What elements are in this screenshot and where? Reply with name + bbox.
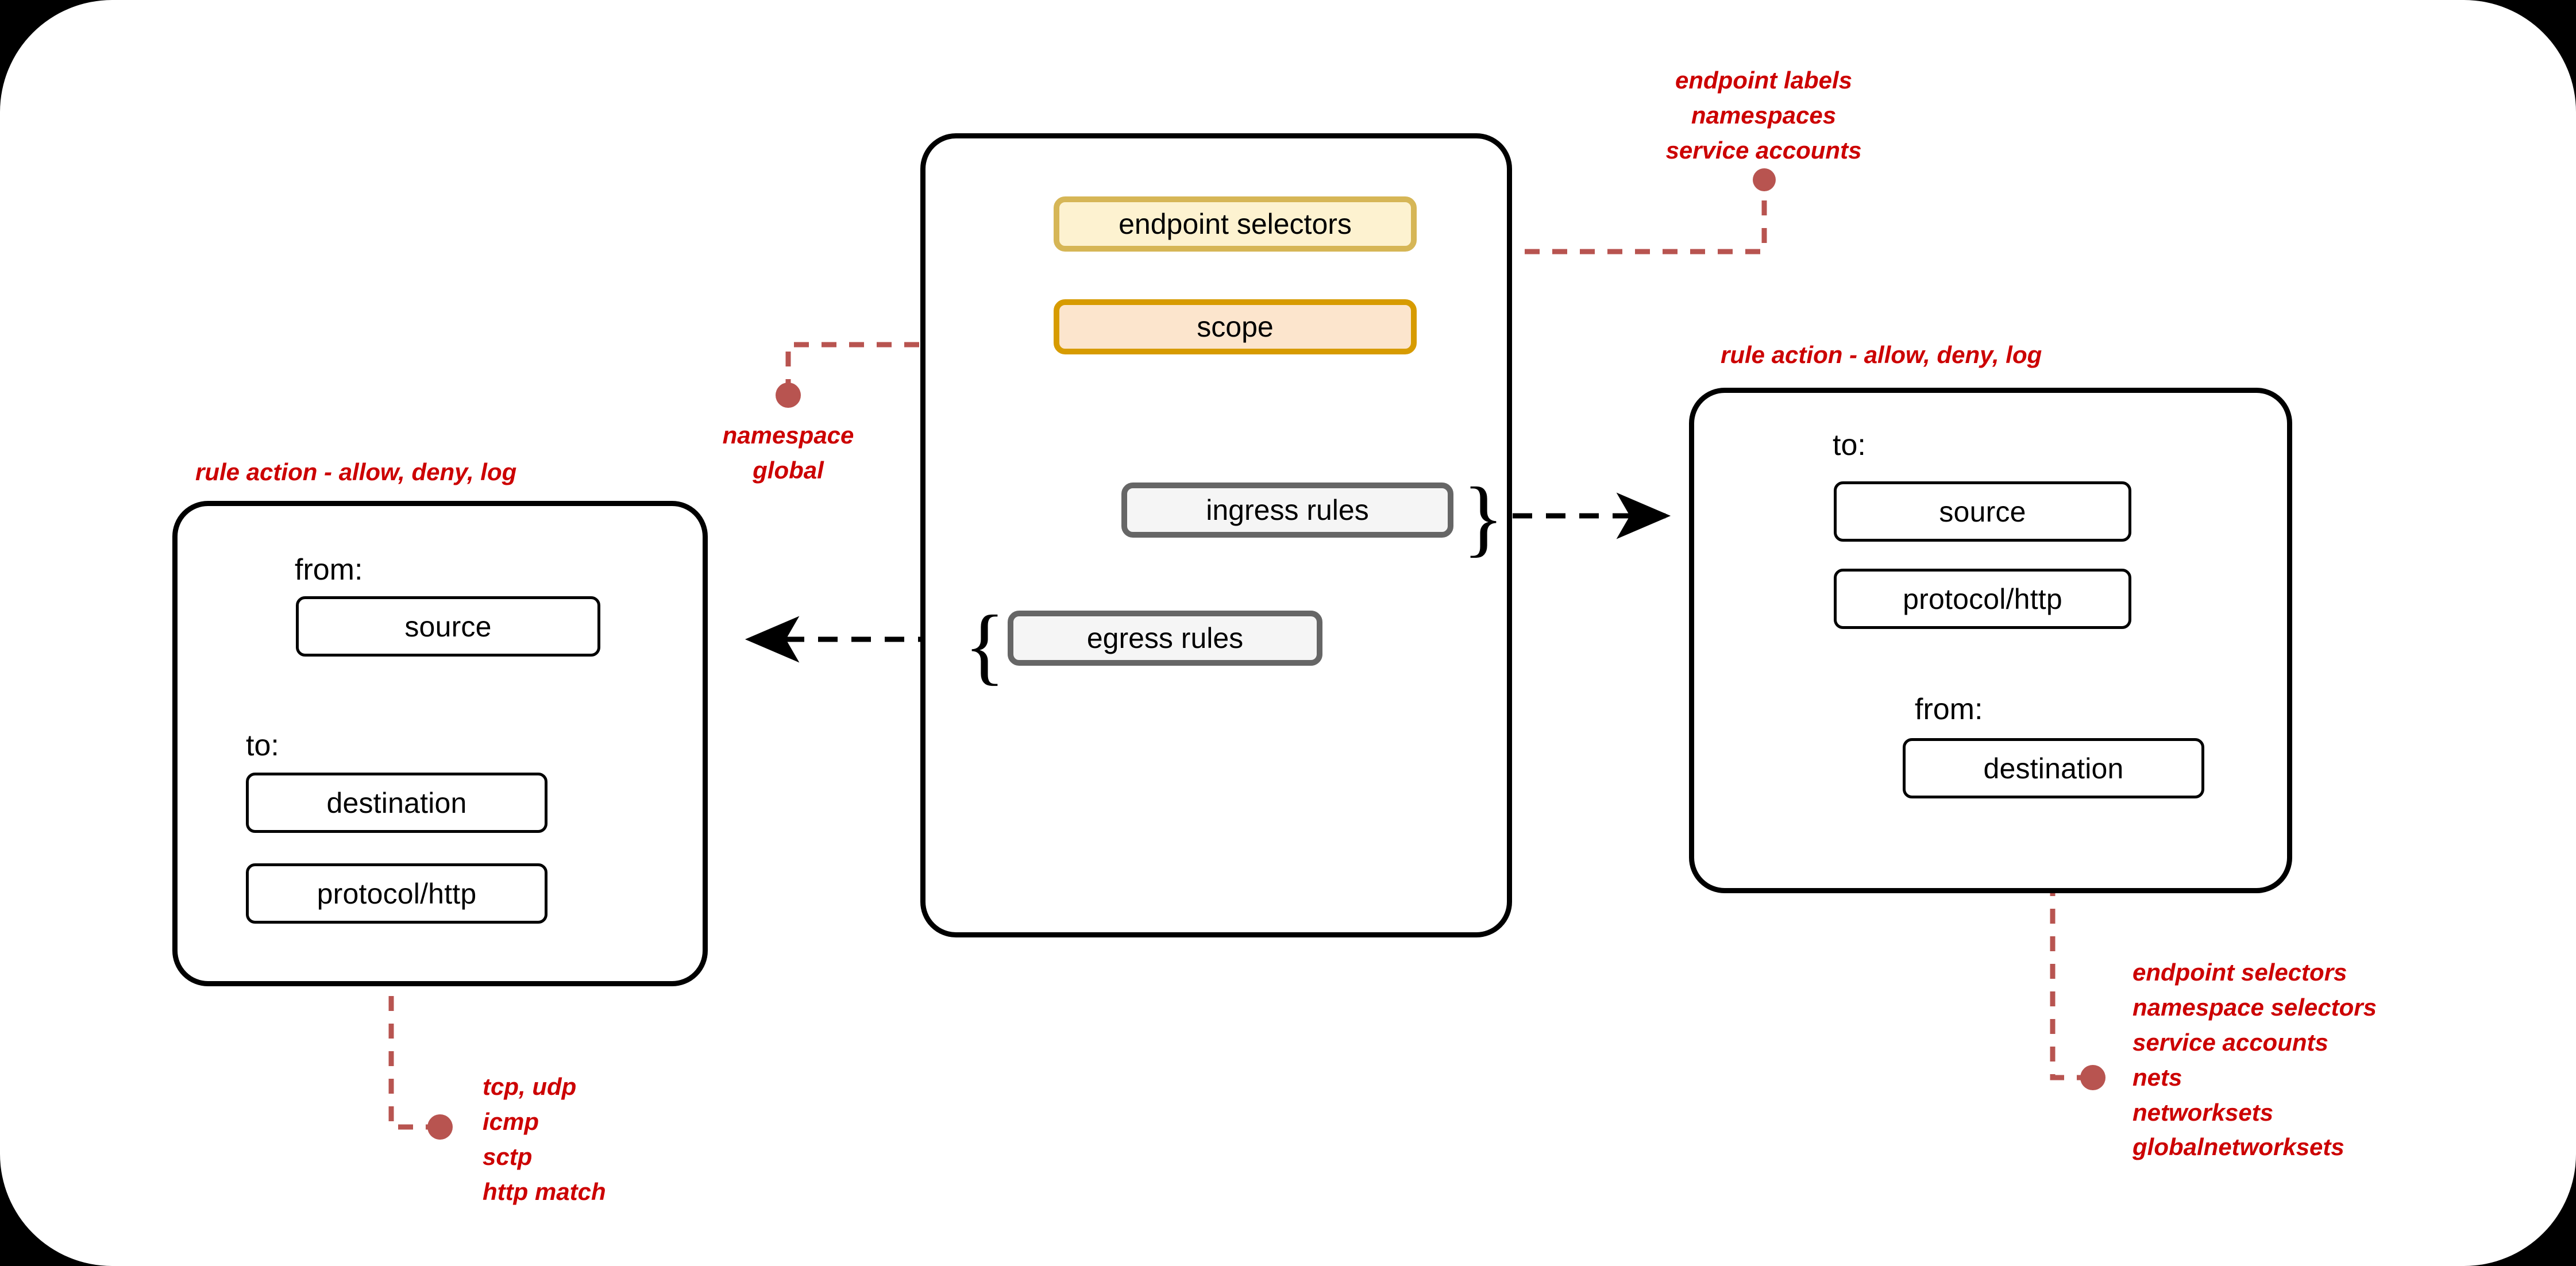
- egress-rules-box[interactable]: egress rules: [1008, 611, 1322, 666]
- endpoint-annotation-line-2: namespaces: [1691, 101, 1837, 129]
- destination-annotation-line-4: nets: [2132, 1063, 2182, 1091]
- protocol-annotation-line-2: icmp: [483, 1107, 539, 1135]
- ingress-brace-glyph: }: [1463, 470, 1504, 565]
- left-from-text: from:: [295, 553, 363, 586]
- destination-annotation-line-1: endpoint selectors: [2132, 959, 2347, 986]
- right-source-box[interactable]: source: [1834, 481, 2131, 542]
- endpoint-annotation-line-3: service accounts: [1665, 136, 1862, 164]
- protocol-annotation: tcp, udp icmp sctp http match: [483, 1070, 804, 1210]
- destination-annotation-line-3: service accounts: [2132, 1028, 2328, 1056]
- scope-annotation-line-2: global: [753, 456, 824, 484]
- left-destination-box[interactable]: destination: [246, 773, 547, 833]
- scope-annotation-line-1: namespace: [722, 422, 854, 449]
- protocol-annotation-line-1: tcp, udp: [483, 1073, 577, 1100]
- left-rule-action-text: rule action - allow, deny, log: [195, 458, 517, 485]
- left-rule-action-note: rule action - allow, deny, log: [195, 455, 516, 490]
- egress-brace-glyph: {: [964, 598, 1005, 693]
- ingress-rules-label: ingress rules: [1206, 494, 1369, 526]
- destination-annotation: endpoint selectors namespace selectors s…: [2132, 955, 2535, 1165]
- left-protocol-box[interactable]: protocol/http: [246, 863, 547, 924]
- destination-annotation-line-5: networksets: [2132, 1098, 2274, 1126]
- endpoint-selectors-annotation: endpoint labels namespaces service accou…: [1603, 63, 1925, 168]
- right-to-text: to:: [1833, 429, 1866, 462]
- ingress-rule-panel: [1689, 388, 2292, 893]
- right-to-label: to:: [1833, 428, 1866, 462]
- right-protocol-label: protocol/http: [1903, 582, 2062, 615]
- left-protocol-label: protocol/http: [317, 877, 477, 910]
- destination-annotation-line-2: namespace selectors: [2132, 993, 2377, 1021]
- right-destination-box[interactable]: destination: [1903, 738, 2204, 798]
- egress-brace: {: [964, 603, 1005, 689]
- egress-rules-label: egress rules: [1086, 622, 1244, 654]
- left-source-box[interactable]: source: [296, 596, 600, 657]
- right-rule-action-note: rule action - allow, deny, log: [1721, 338, 2042, 373]
- left-to-text: to:: [246, 729, 279, 762]
- right-protocol-box[interactable]: protocol/http: [1834, 569, 2131, 629]
- left-from-label: from:: [295, 553, 363, 587]
- right-from-label: from:: [1915, 692, 1983, 727]
- endpoint-selectors-label: endpoint selectors: [1119, 208, 1352, 240]
- protocol-annotation-line-3: sctp: [483, 1143, 533, 1170]
- ingress-rules-box[interactable]: ingress rules: [1121, 483, 1453, 538]
- left-to-label: to:: [246, 728, 279, 763]
- scope-box[interactable]: scope: [1054, 299, 1417, 354]
- right-rule-action-text: rule action - allow, deny, log: [1721, 341, 2042, 368]
- left-destination-label: destination: [326, 786, 467, 819]
- scope-label: scope: [1197, 311, 1274, 343]
- endpoint-annotation-line-1: endpoint labels: [1675, 67, 1853, 94]
- left-source-label: source: [404, 610, 492, 643]
- ingress-brace: }: [1463, 474, 1504, 561]
- right-source-label: source: [1939, 495, 2026, 528]
- protocol-annotation-line-4: http match: [483, 1178, 606, 1205]
- destination-annotation-line-6: globalnetworksets: [2132, 1133, 2344, 1161]
- scope-annotation: namespace global: [662, 418, 915, 488]
- endpoint-selectors-box[interactable]: endpoint selectors: [1054, 196, 1417, 252]
- right-from-text: from:: [1915, 693, 1983, 726]
- right-destination-label: destination: [1983, 752, 2124, 785]
